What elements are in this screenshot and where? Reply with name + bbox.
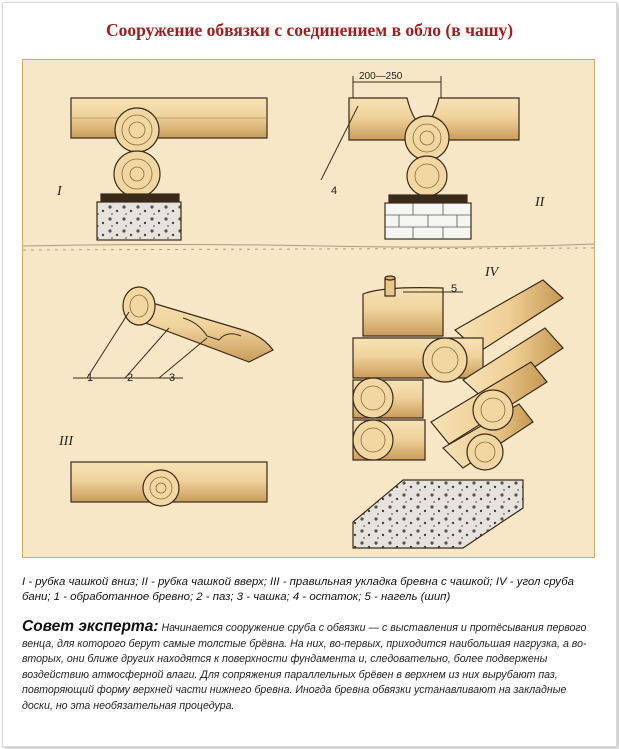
callout-3: 3 <box>169 372 175 384</box>
figure-cut-log <box>73 286 274 379</box>
dimension-label: 200—250 <box>359 71 403 82</box>
label-roman-iii: III <box>58 434 74 449</box>
illustration-panel: I <box>22 59 595 558</box>
expert-advice: Совет эксперта: Начинается сооружение ср… <box>22 619 597 714</box>
ground-line <box>23 243 594 251</box>
callout-4: 4 <box>331 185 337 197</box>
page-title: Сооружение обвязки с соединением в обло … <box>105 20 514 40</box>
figure-iii <box>70 461 268 507</box>
advice-lead: Совет эксперта: <box>22 618 159 635</box>
log-joint-diagram: I <box>23 71 594 549</box>
label-roman-ii: II <box>534 195 546 210</box>
advice-text: Начинается сооружение сруба с обвязки — … <box>22 622 587 712</box>
figure-i <box>70 97 268 241</box>
figure-caption: I - рубка чашкой вниз; II - рубка чашкой… <box>22 576 574 603</box>
figure-iv <box>352 275 564 549</box>
callout-1: 1 <box>87 372 93 384</box>
label-roman-i: I <box>56 184 63 199</box>
callout-5: 5 <box>451 283 457 295</box>
callout-2: 2 <box>127 372 133 384</box>
figure-ii <box>320 76 520 240</box>
label-roman-iv: IV <box>484 265 500 280</box>
